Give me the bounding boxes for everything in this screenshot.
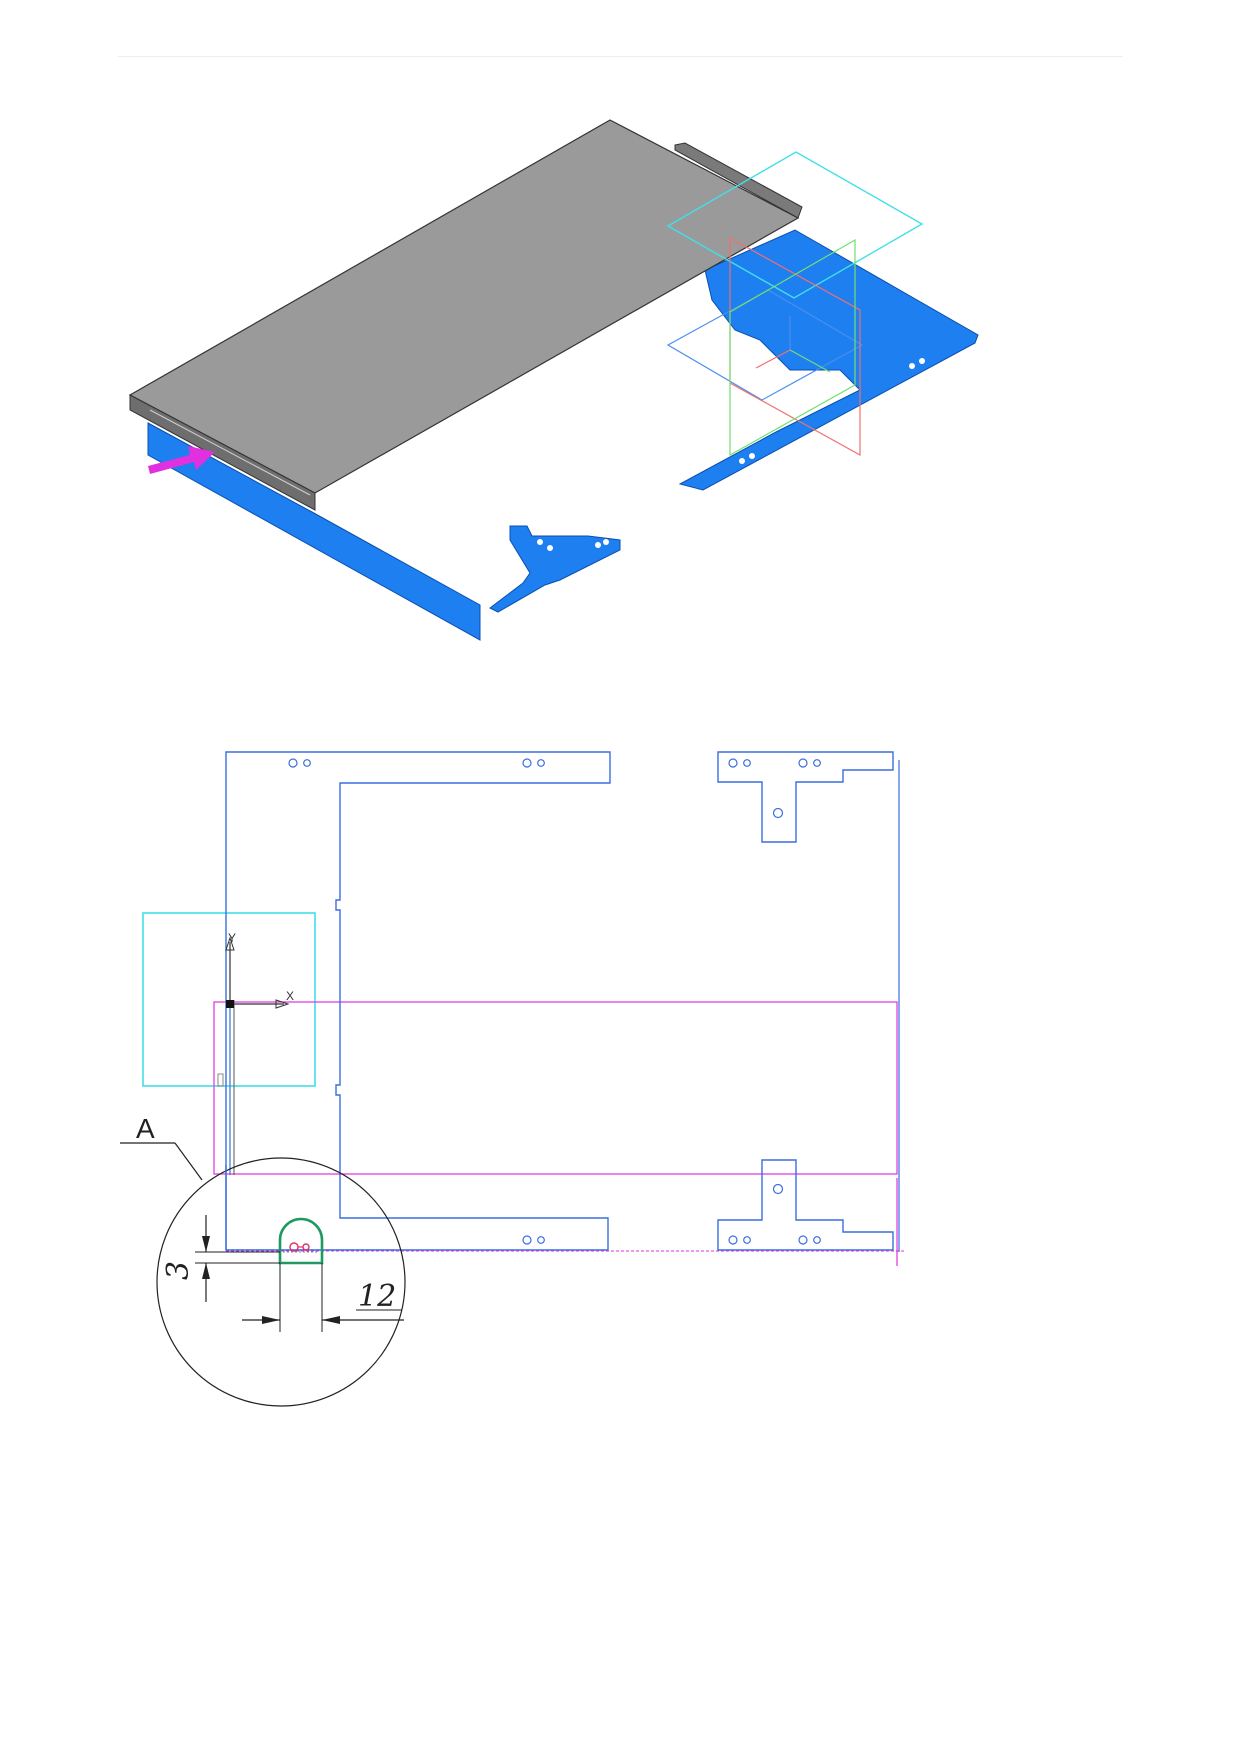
blue-right-frame xyxy=(678,229,979,491)
hole xyxy=(537,1236,545,1244)
axis-x-arrow-icon xyxy=(275,999,290,1009)
isometric-view xyxy=(128,119,979,641)
red-hole-icon xyxy=(302,1243,310,1251)
triad-x xyxy=(755,349,791,369)
hole xyxy=(288,758,298,768)
callout-label-a: A xyxy=(136,1113,155,1144)
hole xyxy=(522,1235,532,1245)
hole xyxy=(813,759,821,767)
axis-y-arrow-icon xyxy=(225,936,235,951)
hole xyxy=(798,758,808,768)
detail-circle xyxy=(156,1157,406,1407)
dim-width-value: 12 xyxy=(358,1279,396,1314)
hole xyxy=(743,759,751,767)
cyan-plane-rect xyxy=(142,912,316,1087)
hole xyxy=(743,1236,751,1244)
dim-arrow-icon xyxy=(202,1236,210,1252)
magenta-arrow-icon xyxy=(148,446,215,474)
triad-y xyxy=(789,349,831,373)
hole xyxy=(547,545,553,551)
dim-arrow-icon xyxy=(202,1263,210,1279)
blue-front-flange xyxy=(147,422,481,641)
gray-back-strip xyxy=(674,142,803,219)
origin-marker xyxy=(226,1000,234,1008)
hole xyxy=(522,758,532,768)
hole xyxy=(772,807,784,819)
hole xyxy=(537,539,543,545)
dim-height-value: 3 xyxy=(161,1261,196,1280)
hole xyxy=(739,458,745,464)
hole xyxy=(303,759,311,767)
axis-y-label: Y xyxy=(228,931,236,945)
dim-arrow-icon xyxy=(322,1316,340,1324)
green-keyhole-outline xyxy=(278,1217,324,1265)
small-notch xyxy=(217,1073,224,1087)
hole xyxy=(595,542,601,548)
magenta-plane-rect xyxy=(213,1001,898,1175)
green-plane xyxy=(729,238,856,457)
page-top-rule xyxy=(118,56,1123,57)
cyan-plane xyxy=(666,151,924,299)
blue-tab-middle xyxy=(489,525,621,613)
dim-arrow-icon xyxy=(262,1316,280,1324)
hole xyxy=(813,1236,821,1244)
hole xyxy=(537,759,545,767)
callout-leader-diagonal xyxy=(174,1142,203,1181)
hole xyxy=(728,1235,738,1245)
hole xyxy=(749,453,755,459)
hole xyxy=(909,363,915,369)
hole xyxy=(919,358,925,364)
blue-tab-bottom-right xyxy=(717,1159,894,1251)
gray-panel-fold-line xyxy=(149,409,311,496)
hole xyxy=(603,539,609,545)
blue-tab-top-right xyxy=(717,751,894,843)
axis-x-label: X xyxy=(286,989,294,1003)
blue-plane xyxy=(666,289,864,401)
hole xyxy=(728,758,738,768)
hole xyxy=(798,1235,808,1245)
blue-frame-outline xyxy=(225,751,611,1251)
hole xyxy=(772,1183,784,1195)
